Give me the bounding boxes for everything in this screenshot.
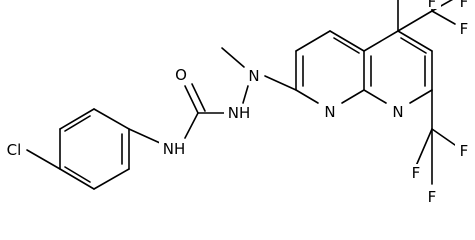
bond [93,108,130,130]
bond [295,89,319,104]
structure-drawing: Cl NH O NH N N N F F F F F F [2,0,473,206]
bond [431,128,456,146]
hydrazine-nh-label: NH [228,104,251,122]
bond [397,30,433,52]
bond [221,47,245,68]
fluorine-label: F [460,20,469,38]
bond [184,85,199,114]
chlorine-label: Cl [7,141,22,159]
bond [191,83,206,112]
amide-nh-label: NH [163,140,186,158]
bond [431,10,456,25]
bond [64,115,91,132]
hydrazine-n-label: N [248,67,259,85]
bond [184,112,199,139]
bond [128,128,161,144]
fluorine-label: F [428,188,437,206]
bond [397,10,433,32]
bond [400,37,427,54]
bond [242,85,249,104]
bond [93,168,130,190]
bond [264,75,297,91]
bond [64,166,91,183]
molecule-canvas: Cl NH O NH N N N F F F F F F [2,0,473,206]
fluorine-label: F [460,142,469,160]
ring-n8-label: N [392,103,403,121]
bond [59,168,95,190]
bond [415,128,433,167]
bond [363,89,387,104]
bond [59,108,95,130]
bond [341,89,365,104]
fluorine-label: F [460,0,469,11]
bond [409,89,433,104]
fluorine-label: F [428,0,437,11]
bond [329,30,365,52]
atom-labels: Cl NH O NH N N N F F F F F F [2,0,473,206]
carbonyl-oxygen-label: O [175,66,187,84]
bond [333,37,360,54]
bond [295,30,331,52]
ring-n1-label: N [324,103,335,121]
bond [26,149,61,170]
bonds [26,0,456,190]
bond [363,30,399,52]
fluorine-label: F [412,164,421,182]
